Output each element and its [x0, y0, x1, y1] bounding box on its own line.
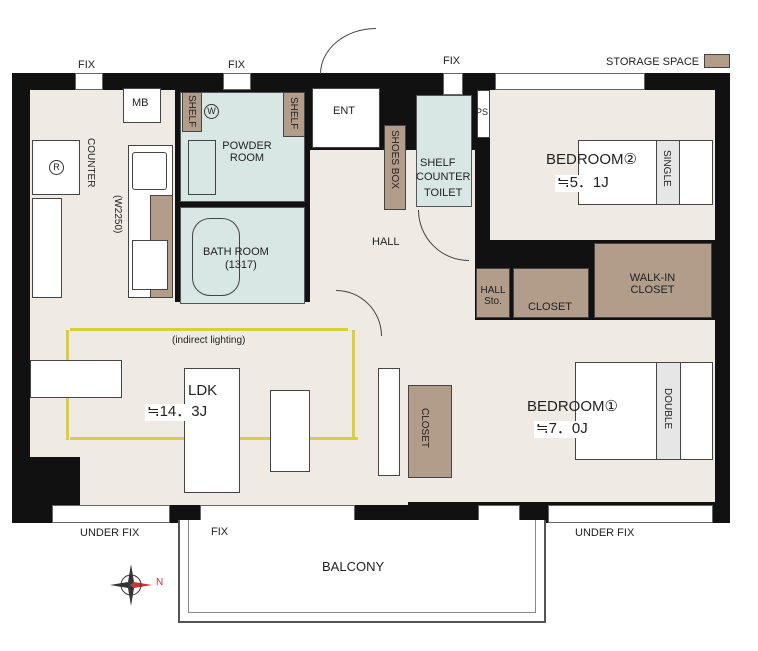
washer-icon: W [204, 104, 219, 119]
ldk-area: ≒14．3J [145, 403, 210, 421]
ent-label: ENT [333, 105, 355, 117]
shoes-box [384, 125, 406, 210]
fix-label-4: FIX [211, 526, 229, 539]
window-fix-2 [223, 73, 251, 90]
entrance [312, 88, 380, 148]
double-bed-pillow [656, 362, 681, 460]
hall-storage [476, 268, 510, 318]
bath-size-label: (1317) [225, 259, 257, 271]
shelf-right [283, 92, 305, 137]
shelf-left-label: SHELF [186, 95, 197, 128]
cupboard [32, 198, 62, 298]
bedroom1-label: BEDROOM① [527, 398, 618, 415]
bedroom1-area: ≒7．0J [534, 420, 590, 438]
sink [132, 240, 168, 290]
single-bed [578, 140, 713, 205]
stove-icon [132, 152, 167, 190]
mb-box [123, 88, 161, 123]
balcony-label: BALCONY [322, 559, 385, 574]
legend-swatch [704, 54, 730, 68]
fix-label-2: FIX [228, 59, 246, 71]
compass-icon [110, 564, 152, 606]
window-under-fix-right [548, 505, 713, 523]
fix-label-1: FIX [78, 59, 96, 71]
closet-bedroom1 [408, 385, 452, 478]
indirect-lighting-top [70, 328, 348, 331]
indirect-lighting-right [352, 330, 355, 440]
ps-label: PS [476, 107, 489, 117]
bedroom2-label: BEDROOM② [546, 151, 637, 168]
closet-bedroom1-label: CLOSET [419, 408, 430, 449]
shelf-ldk [378, 368, 400, 476]
window-fix-1 [75, 73, 103, 90]
closet-bedroom2 [513, 268, 589, 318]
mb-label: MB [132, 97, 149, 109]
refrigerator-icon: R [49, 160, 64, 175]
toilet-room [416, 95, 472, 207]
dining-table [30, 360, 122, 398]
double-label: DOUBLE [662, 388, 673, 430]
toilet-label: TOILET [424, 187, 463, 199]
legend-label: STORAGE SPACE [606, 56, 700, 68]
counter-label: COUNTER [85, 138, 96, 188]
sofa [184, 368, 240, 493]
under-fix-label-left: UNDER FIX [80, 527, 140, 539]
entrance-door[interactable] [320, 28, 376, 74]
toilet-shelf-label: SHELF [420, 157, 456, 169]
window-under-fix-left [52, 505, 170, 523]
walk-in-closet [594, 243, 712, 318]
balcony [178, 520, 546, 623]
ldk-label: LDK [188, 382, 218, 399]
single-label: SINGLE [661, 150, 672, 187]
indirect-lighting-label: (indirect lighting) [172, 335, 246, 346]
closet-bedroom2-label: CLOSET [528, 301, 573, 313]
window-bedroom2 [495, 73, 645, 90]
walk-in-closet-label: WALK-IN CLOSET [629, 272, 676, 297]
powder-room-label: POWDER ROOM [222, 140, 272, 165]
compass-north-label: N [156, 577, 164, 588]
balcony-inner [188, 520, 536, 613]
shoes-box-label: SHOES BOX [389, 130, 400, 189]
hall-storage-label: HALL Sto. [480, 285, 506, 307]
bathtub [192, 218, 240, 296]
under-fix-label-right: UNDER FIX [575, 527, 635, 539]
bath-room-label: BATH ROOM [203, 246, 269, 258]
shelf-right-label: SHELF [288, 97, 299, 130]
bedroom2-area: ≒5．1J [555, 174, 611, 192]
washbasin [188, 140, 216, 195]
kitchen-width-label: (W2250) [112, 195, 123, 234]
double-bed [575, 362, 713, 460]
fix-label-3: FIX [443, 55, 461, 67]
hall-label: HALL [372, 236, 400, 248]
tv-stand [270, 390, 310, 472]
ps-box [477, 90, 490, 138]
window-fix-3 [443, 73, 463, 95]
toilet-counter-label: COUNTER [416, 171, 471, 183]
shelf-left [182, 92, 202, 132]
bed-pillow [656, 140, 680, 205]
